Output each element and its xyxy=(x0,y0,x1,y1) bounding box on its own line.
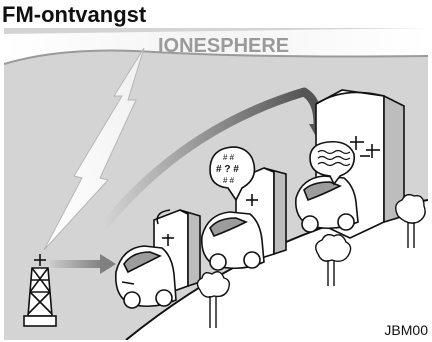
car-icon xyxy=(202,212,264,270)
distorted-symbol-bottom: # # xyxy=(223,176,235,185)
ionosphere-band: IONESPHERE xyxy=(4,28,428,64)
figure-code: JBM00 xyxy=(384,322,428,338)
page-title: FM-ontvangst xyxy=(2,0,146,30)
ionosphere-label: IONESPHERE xyxy=(158,35,289,57)
lightning-signal-icon xyxy=(44,48,144,250)
distorted-symbol-mid: # ? # xyxy=(216,164,239,175)
illustration-panel: IONESPHERE xyxy=(4,28,428,340)
car-icon xyxy=(296,176,358,232)
distorted-symbol-top: # # xyxy=(223,153,235,162)
direct-signal-arrow xyxy=(50,254,116,274)
car-icon xyxy=(116,246,176,308)
